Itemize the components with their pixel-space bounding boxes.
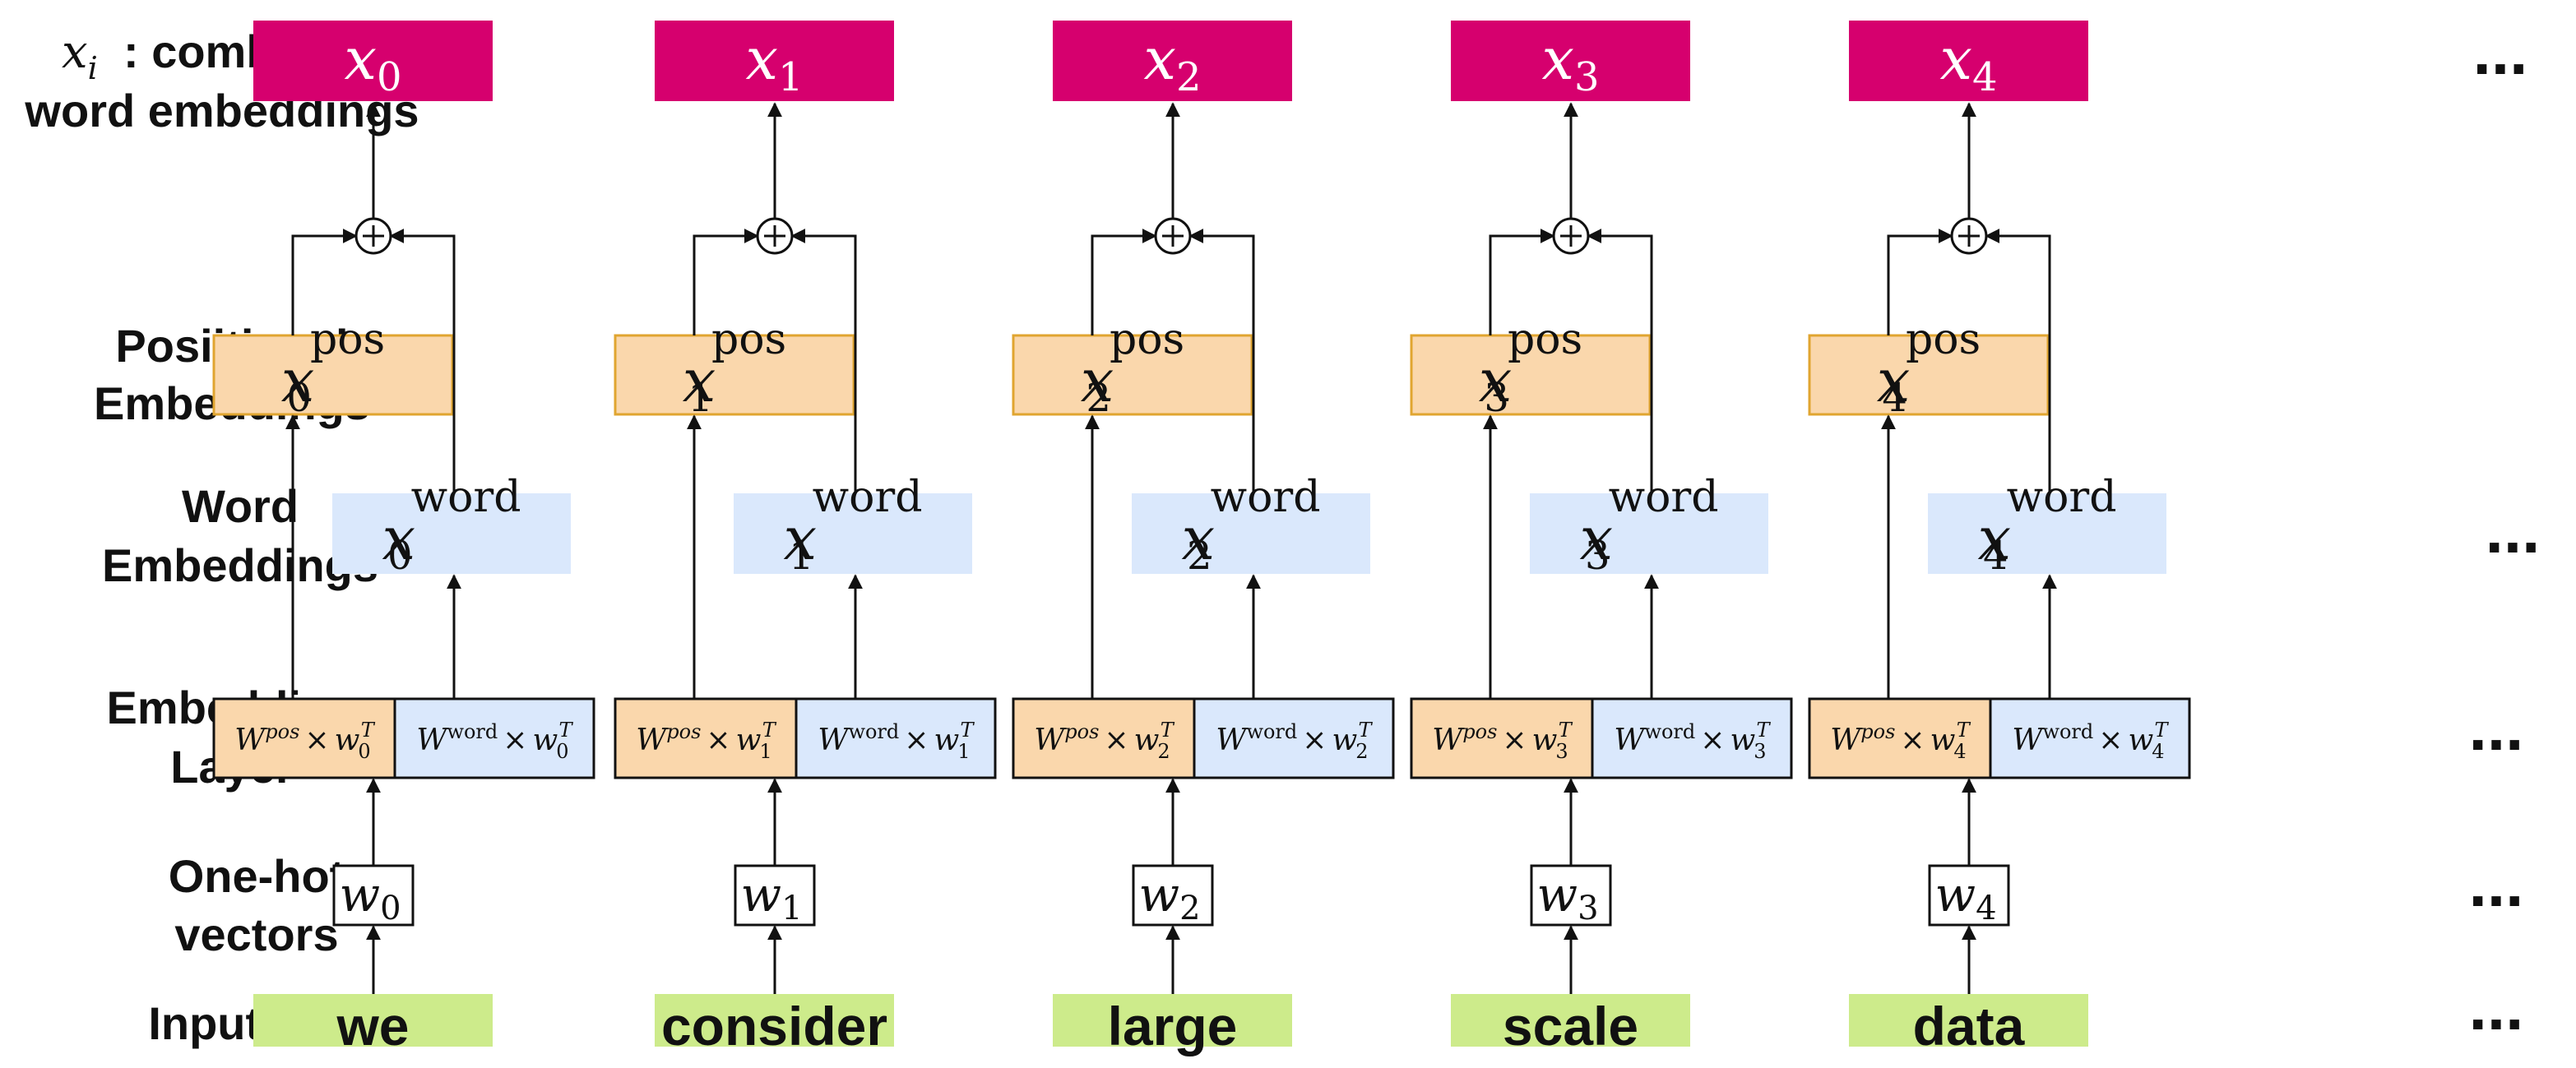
pos-to-plus-arrow	[1091, 229, 1157, 335]
word-to-plus-arrow	[1587, 229, 1653, 493]
embedding-layer-word-half	[1193, 697, 1395, 779]
onehot-vector-box	[734, 864, 816, 927]
word-label-line1: Word	[182, 480, 299, 532]
word-to-plus-arrow	[790, 229, 857, 493]
embedding-pos-formula: Wpos×w2T	[1034, 719, 1174, 763]
onehot-vector-label: w2	[1138, 867, 1200, 927]
word-to-plus-arrow	[1985, 229, 2051, 493]
embedding-pos-formula: Wpos×w3T	[1432, 719, 1573, 763]
pos-to-plus-arrow	[1489, 229, 1555, 335]
combined-embedding-label: x0	[344, 25, 401, 100]
input-word-box	[1451, 994, 1690, 1047]
ellipsis-word: ...	[2486, 493, 2541, 566]
onehot-label-line1: One-hot	[169, 850, 345, 902]
embedding-layer-pos-half	[614, 697, 798, 779]
pos-to-plus-arrow	[291, 229, 358, 335]
input-word-label: large	[1108, 996, 1238, 1056]
onehot-label-line2: vectors	[174, 908, 338, 960]
positional-embedding-box	[1012, 334, 1253, 416]
positional-embedding-box	[212, 334, 454, 416]
ellipsis-embedding: ...	[2469, 691, 2524, 764]
ellipsis-onehot: ...	[2469, 847, 2524, 920]
word-embedding-label: x2word	[1181, 473, 1320, 579]
pos-to-plus-arrow	[1887, 229, 1953, 335]
positional-embedding-box	[1808, 334, 2050, 416]
embedding-word-formula: Wword×w3T	[1614, 719, 1771, 763]
positional-embedding-label: x0pos	[281, 315, 385, 421]
input-word-box	[1849, 994, 2088, 1047]
positional-embedding-box	[614, 334, 855, 416]
embedding-word-formula: Wword×w2T	[1216, 719, 1373, 763]
embedding-pos-formula: Wpos×w1T	[636, 719, 776, 763]
word-embedding-box	[1928, 493, 2166, 574]
combined-embedding-label: x1	[745, 25, 803, 100]
combined-embedding-box	[253, 21, 493, 101]
embedding-layer-word-half	[1989, 697, 2191, 779]
input-word-label: scale	[1503, 996, 1638, 1056]
word-embedding-box	[1530, 493, 1768, 574]
combined-embedding-label: x2	[1143, 25, 1201, 100]
positional-embedding-label: x4pos	[1877, 315, 1981, 421]
embedding-layer-pos-half	[1012, 697, 1196, 779]
combined-embedding-box	[1849, 21, 2088, 101]
word-to-plus-arrow	[1188, 229, 1255, 493]
embedding-word-formula: Wword×w0T	[416, 719, 573, 763]
ellipsis-combined: ...	[2473, 15, 2528, 88]
embedding-word-formula: Wword×w1T	[818, 719, 975, 763]
positional-embedding-label: x3pos	[1479, 315, 1582, 421]
onehot-vector-label: w0	[339, 867, 401, 927]
word-embedding-label: x4word	[1977, 473, 2116, 579]
input-word-box	[655, 994, 894, 1047]
word-embedding-label: x1word	[783, 473, 922, 579]
onehot-vector-label: w4	[1934, 867, 1996, 927]
input-word-box	[1053, 994, 1292, 1047]
input-word-label: we	[336, 996, 409, 1056]
input-word-label: consider	[661, 996, 887, 1056]
onehot-vector-label: w1	[740, 867, 802, 927]
embedding-word-formula: Wword×w4T	[2012, 719, 2169, 763]
embedding-layer-pos-half	[1808, 697, 1992, 779]
input-word-box	[253, 994, 493, 1047]
word-embedding-box	[1132, 493, 1370, 574]
ellipsis-input: ...	[2469, 970, 2524, 1043]
onehot-vector-box	[1132, 864, 1214, 927]
onehot-vector-box	[1928, 864, 2010, 927]
combined-embedding-label: x3	[1541, 25, 1599, 100]
word-embedding-label: x0word	[382, 473, 521, 579]
embedding-pos-formula: Wpos×w4T	[1830, 719, 1971, 763]
onehot-vector-box	[332, 864, 415, 927]
word-embedding-box	[734, 493, 972, 574]
embedding-layer-word-half	[795, 697, 997, 779]
combined-embedding-label: x4	[1939, 25, 1997, 100]
combined-label-var: xi	[62, 25, 98, 86]
positional-embedding-box	[1410, 334, 1652, 416]
word-embedding-box	[332, 493, 571, 574]
embedding-pos-formula: Wpos×w0T	[234, 719, 375, 763]
combined-embedding-box	[655, 21, 894, 101]
combined-embedding-box	[1053, 21, 1292, 101]
input-word-label: data	[1913, 996, 2026, 1056]
combined-embedding-box	[1451, 21, 1690, 101]
pos-to-plus-arrow	[693, 229, 759, 335]
embedding-layer-word-half	[1591, 697, 1793, 779]
word-embedding-label: x3word	[1579, 473, 1718, 579]
onehot-vector-label: w3	[1536, 867, 1598, 927]
embedding-layer-word-half	[393, 697, 595, 779]
positional-embedding-label: x2pos	[1081, 315, 1184, 421]
positional-embedding-label: x1pos	[683, 315, 786, 421]
ellipsis-markers: ... ... ... ... ...	[2469, 15, 2541, 1043]
word-to-plus-arrow	[389, 229, 456, 493]
